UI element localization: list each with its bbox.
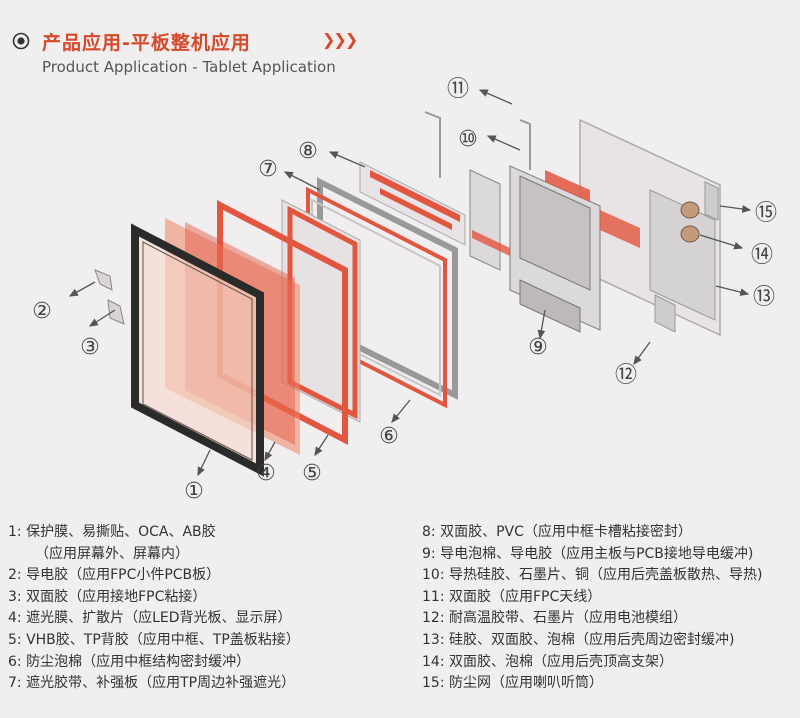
callout-13: ⑬ bbox=[753, 285, 775, 310]
callout-6: ⑥ bbox=[379, 424, 399, 449]
chevron-arrows-icon: ❯❯❯ bbox=[322, 30, 358, 49]
legend-item-10: 10: 导热硅胶、石墨片、铜（应用后壳盖板散热、导热) bbox=[422, 567, 763, 584]
legend-item-3: 3: 双面胶（应用接地FPC粘接） bbox=[8, 588, 207, 605]
callout-7: ⑦ bbox=[258, 157, 278, 182]
legend-item-1: 1: 保护膜、易撕贴、OCA、AB胶 bbox=[8, 524, 216, 540]
legend-item-14: 14: 双面胶、泡棉（应用后壳顶高支架） bbox=[422, 653, 673, 670]
callout-1: ① bbox=[184, 479, 204, 504]
part-antenna-fpc bbox=[424, 111, 531, 178]
callout-leader-lines bbox=[68, 89, 752, 477]
callout-15: ⑮ bbox=[755, 201, 777, 226]
legend-item-1-continued: （应用屏幕外、屏幕内） bbox=[35, 545, 189, 562]
legend-item-5: 5: VHB胶、TP背胶（应用中框、TP盖板粘接） bbox=[8, 631, 300, 648]
callout-3: ③ bbox=[80, 335, 100, 360]
target-bullet-icon bbox=[12, 32, 30, 50]
callout-4: ④ bbox=[256, 461, 276, 486]
callout-9: ⑨ bbox=[528, 335, 548, 360]
legend-item-11: 11: 双面胶（应用FPC天线） bbox=[422, 588, 602, 605]
exploded-tablet-diagram: ① ② ③ ④ ⑤ ⑥ ⑦ ⑧ ⑨ ⑩ ⑪ ⑫ ⑬ ⑭ ⑮ bbox=[32, 77, 777, 504]
part-protective-film bbox=[131, 223, 264, 477]
callout-2: ② bbox=[32, 299, 52, 324]
legend-item-8: 8: 双面胶、PVC（应用中框卡槽粘接密封） bbox=[422, 524, 692, 540]
legend-item-4: 4: 遮光膜、扩散片（应LED背光板、显示屏） bbox=[8, 610, 292, 627]
callout-14: ⑭ bbox=[751, 243, 773, 268]
part-small-fpc-left bbox=[94, 269, 125, 325]
callout-12: ⑫ bbox=[615, 363, 637, 388]
callout-11: ⑪ bbox=[447, 77, 469, 102]
callout-5: ⑤ bbox=[302, 461, 322, 486]
page-subtitle: Product Application - Tablet Application bbox=[42, 58, 336, 76]
legend-item-2: 2: 导电胶（应用FPC小件PCB板） bbox=[8, 567, 221, 584]
legend-item-13: 13: 硅胶、双面胶、泡棉（应用后壳周边密封缓冲) bbox=[422, 631, 735, 648]
legend-right-column: 8: 双面胶、PVC（应用中框卡槽粘接密封） 9: 导电泡棉、导电胶（应用主板与… bbox=[422, 522, 800, 695]
part-mid-frame bbox=[317, 161, 466, 400]
callout-labels: ① ② ③ ④ ⑤ ⑥ ⑦ ⑧ ⑨ ⑩ ⑪ ⑫ ⑬ ⑭ ⑮ bbox=[32, 77, 777, 504]
legend-item-15: 15: 防尘网（应用喇叭听筒） bbox=[422, 675, 603, 692]
legend-item-9: 9: 导电泡棉、导电胶（应用主板与PCB接地导电缓冲) bbox=[422, 545, 754, 562]
part-speaker-cylinders bbox=[680, 201, 700, 243]
section-header: 产品应用-平板整机应用 ❯❯❯ Product Application - Ta… bbox=[10, 26, 430, 82]
legend-item-6: 6: 防尘泡棉（应用中框结构密封缓冲） bbox=[8, 653, 251, 670]
legend-item-7: 7: 遮光胶带、补强板（应用TP周边补强遮光） bbox=[8, 675, 296, 692]
page-title: 产品应用-平板整机应用 bbox=[42, 32, 251, 54]
callout-10: ⑩ bbox=[458, 127, 478, 152]
callout-8: ⑧ bbox=[298, 139, 318, 164]
part-mainboard bbox=[469, 165, 640, 333]
legend-left-column: 1: 保护膜、易撕贴、OCA、AB胶 （应用屏幕外、屏幕内） 2: 导电胶（应用… bbox=[8, 522, 408, 695]
legend-item-12: 12: 耐高温胶带、石墨片（应用电池模组） bbox=[422, 610, 687, 627]
